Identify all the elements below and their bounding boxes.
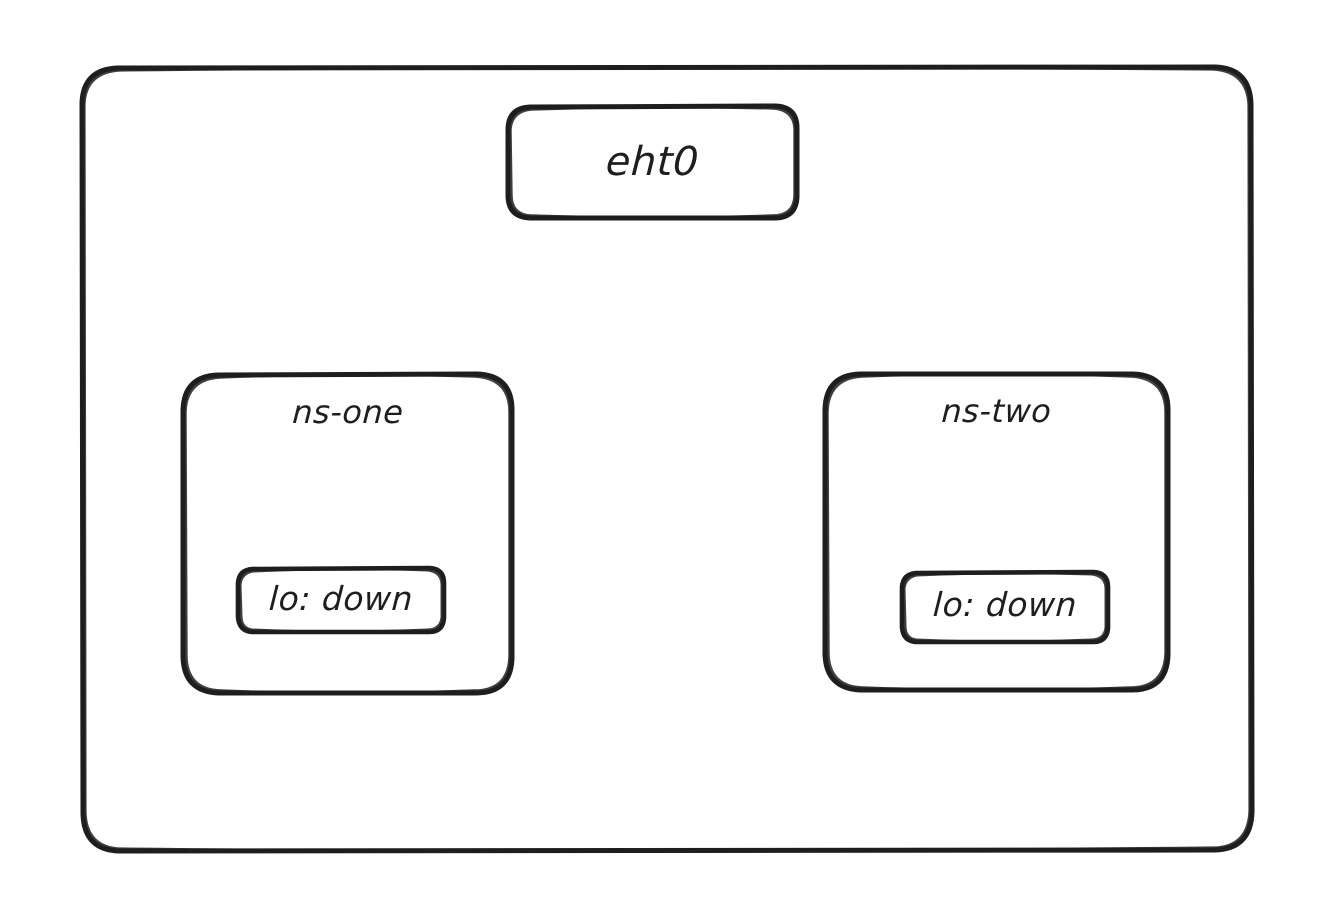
interface-eht0[interactable] xyxy=(508,106,797,218)
ns-two-interface-lo[interactable] xyxy=(902,572,1108,642)
ns-one-interface-lo-shape[interactable] xyxy=(235,565,447,635)
interface-eht0-shape[interactable] xyxy=(505,103,800,221)
ns-two-interface-lo-shape[interactable] xyxy=(899,569,1111,645)
namespace-ns-two[interactable] xyxy=(825,374,1168,690)
ns-one-interface-lo[interactable] xyxy=(238,568,444,632)
namespace-ns-one[interactable] xyxy=(183,374,512,693)
